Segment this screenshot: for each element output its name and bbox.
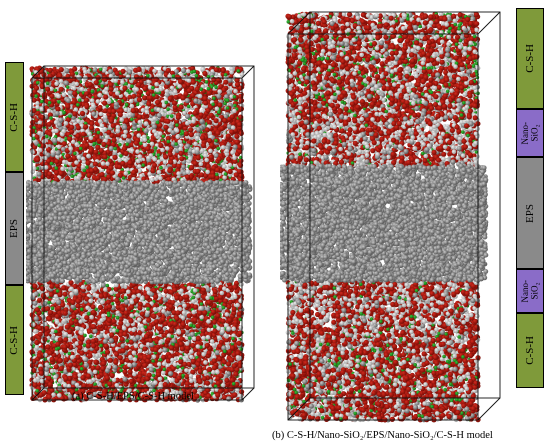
legend-label: EPS <box>524 204 536 223</box>
legend-segment-csh-top: C-S-H <box>516 8 544 109</box>
legend-segment-csh-top: C-S-H <box>5 62 24 172</box>
legend-segment-eps: EPS <box>516 157 544 269</box>
simulation-box-frame <box>31 65 255 401</box>
legend-segment-eps: EPS <box>5 172 24 285</box>
molecular-model-a <box>26 60 260 405</box>
legend-label: C-S-H <box>8 103 20 132</box>
molecular-model-b-svg <box>280 11 501 423</box>
molecular-model-a-svg <box>26 65 255 403</box>
legend-label: Nano- SiO₂ <box>520 122 540 145</box>
legend-label: Nano- SiO₂ <box>520 280 540 303</box>
legend-segment-nano-sio2-bottom: Nano- SiO₂ <box>516 269 544 313</box>
atom-layer <box>26 65 253 403</box>
legend-bar-a: C-S-H EPS C-S-H <box>5 62 24 395</box>
simulation-box-frame <box>287 11 501 421</box>
atom-layer <box>280 11 489 423</box>
legend-label: C-S-H <box>524 44 536 73</box>
legend-label: C-S-H <box>8 326 20 355</box>
legend-segment-csh-bottom: C-S-H <box>516 313 544 388</box>
caption-b: (b) C-S-H/Nano-SiO₂/EPS/Nano-SiO₂/C-S-H … <box>272 430 493 441</box>
molecular-model-b <box>280 6 512 426</box>
legend-label: EPS <box>8 219 20 238</box>
legend-segment-nano-sio2-top: Nano- SiO₂ <box>516 109 544 157</box>
legend-segment-csh-bottom: C-S-H <box>5 285 24 395</box>
legend-bar-b: C-S-H Nano- SiO₂ EPS Nano- SiO₂ C-S-H <box>516 8 544 388</box>
caption-a: (a) C-S-H/EPS/C-S-H model <box>72 391 194 402</box>
legend-label: C-S-H <box>524 336 536 365</box>
